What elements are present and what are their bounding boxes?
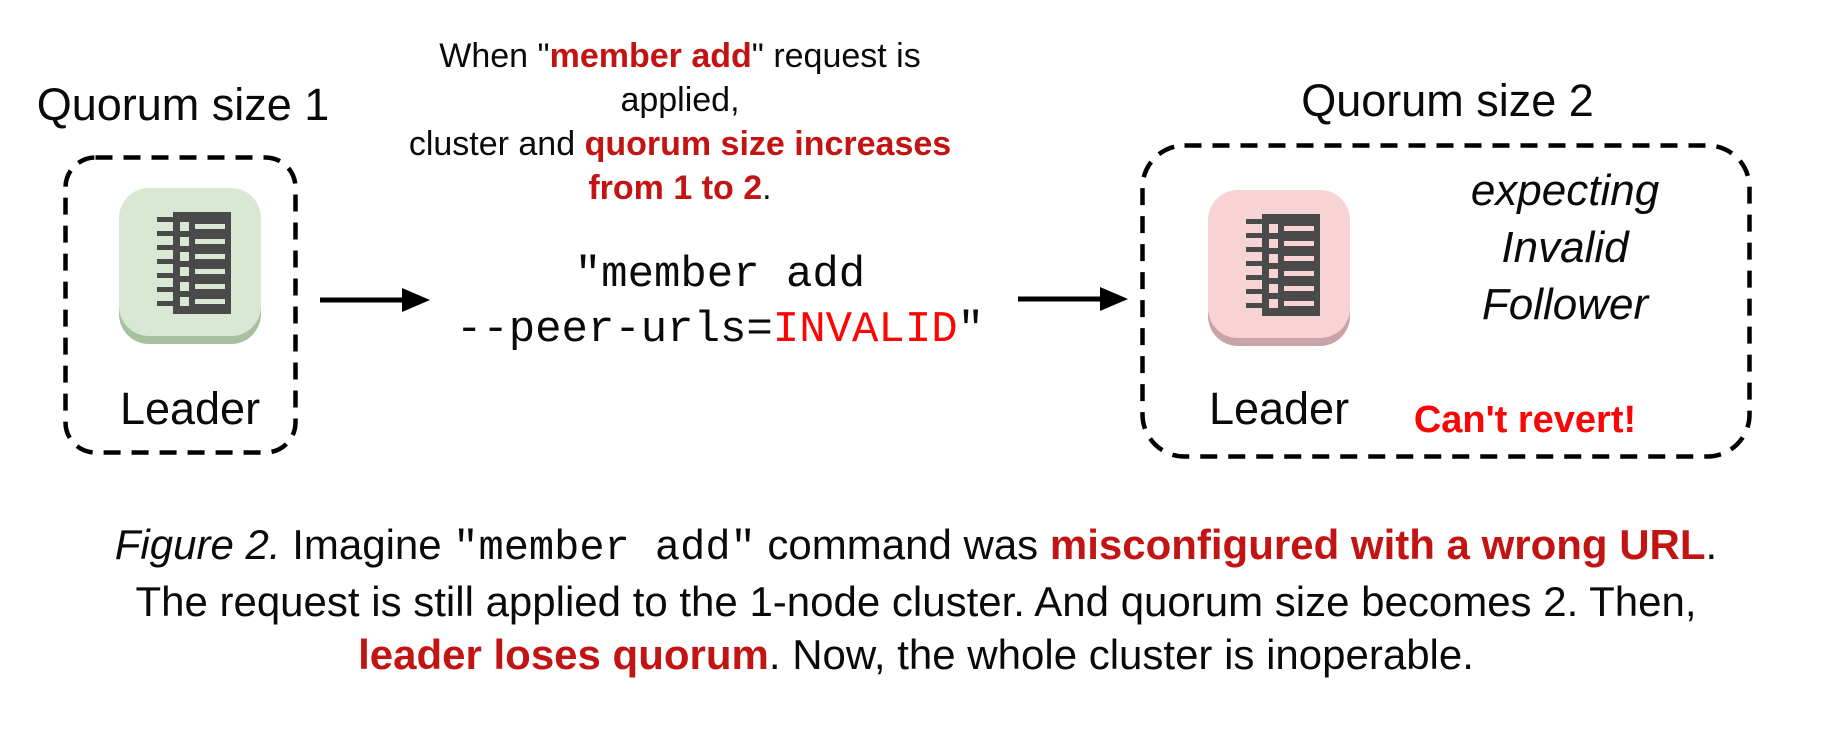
arrow-right-icon [320,288,430,312]
note-highlight-quorum-increase: quorum size increases [584,125,952,163]
caption-text: command was [755,521,1050,568]
transition-note-line-1: When "member add" request is applied, [395,34,965,122]
expecting-invalid-follower-note: expecting Invalid Follower [1385,162,1745,333]
right-cluster-title: Quorum size 2 [1301,75,1594,126]
caption-line-3: leader loses quorum. Now, the whole clus… [0,628,1832,681]
caption-text: The request is still applied to the 1-no… [135,578,1697,625]
note-highlight-from-1-to-2: from 1 to 2 [588,169,763,207]
expecting-line-1: expecting [1470,166,1660,215]
caption-text: . Now, the whole cluster is inoperable. [768,631,1474,678]
caption-member-add-code: "member add" [453,524,756,572]
note-text: When " [439,37,550,75]
left-cluster-boundary [63,155,298,455]
cant-revert-warning: Can't revert! [1413,399,1637,441]
leader-node-pink-icon [1208,190,1350,346]
caption-highlight-misconfigured: misconfigured with a wrong URL [1049,521,1706,568]
command-line-1: "member add [574,250,866,300]
left-cluster-title: Quorum size 1 [36,79,330,130]
caption-text: Imagine [280,521,454,568]
arrow-right-icon [1018,287,1128,311]
command-invalid-value: INVALID [772,305,958,355]
note-text: cluster and [408,125,585,163]
transition-note-line-2: cluster and quorum size increases [395,122,965,166]
caption-line-2: The request is still applied to the 1-no… [0,575,1832,628]
caption-highlight-leader-loses-quorum: leader loses quorum [358,631,769,678]
caption-text: . [1705,521,1718,568]
etcd-member-icon [157,212,231,314]
command-line-2: --peer-urls=INVALID" [420,303,1020,358]
note-highlight-member-add: member add [549,37,752,75]
etcd-member-icon [1246,214,1320,316]
command-text: --peer-urls= [455,305,773,355]
expecting-line-2: Invalid [1501,223,1629,272]
command-text: " [957,305,985,355]
note-text: . [762,169,772,207]
transition-note: When "member add" request is applied, cl… [395,34,965,210]
right-cluster-boundary [1140,143,1752,459]
figure-caption: Figure 2. Imagine "member add" command w… [0,518,1832,681]
caption-line-1: Figure 2. Imagine "member add" command w… [0,518,1832,575]
leader-node-green-icon [119,188,261,344]
right-leader-label: Leader [1208,383,1350,434]
left-leader-label: Leader [119,383,261,434]
expecting-line-3: Follower [1481,280,1649,329]
transition-note-line-3: from 1 to 2. [395,166,965,210]
figure-number: Figure 2. [114,521,281,568]
note-text: " request is applied, [620,37,921,119]
member-add-command: "member add --peer-urls=INVALID" [420,248,1020,358]
